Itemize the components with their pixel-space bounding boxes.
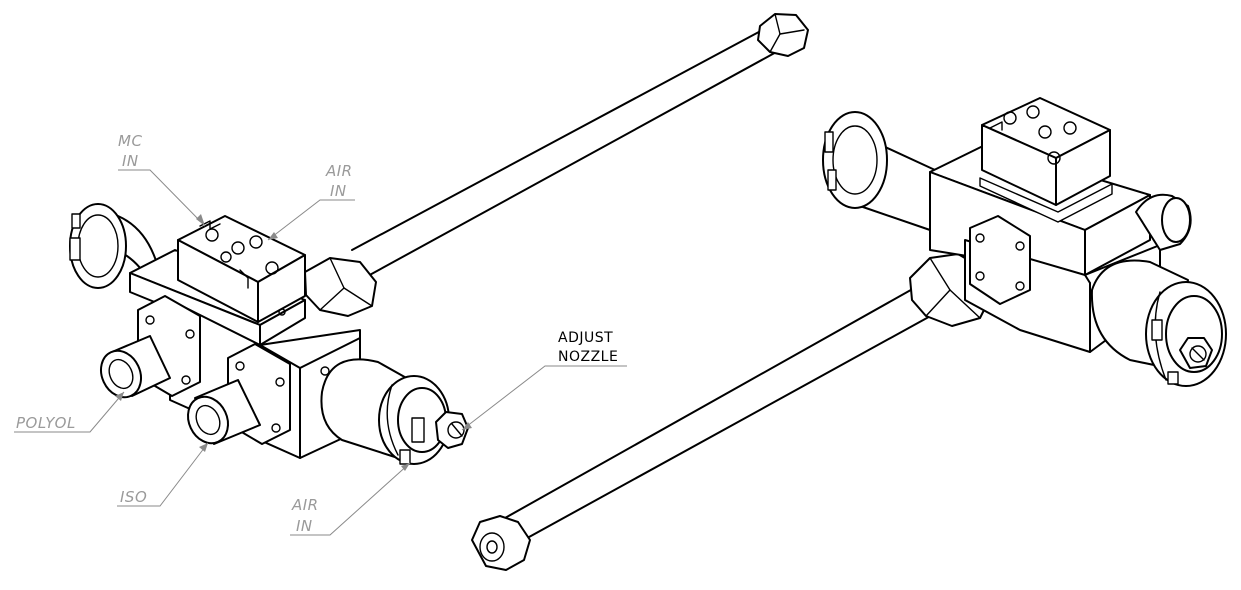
air-in-bottom-label-line1: AIR: [291, 496, 319, 514]
left-assembly: [69, 13, 809, 465]
left-manifold: [177, 215, 306, 323]
mc-in-label-line2: IN: [122, 152, 139, 170]
iso-label: ISO: [120, 488, 147, 506]
right-manifold: [979, 97, 1113, 223]
right-flange: [969, 215, 1031, 305]
polyol-label: POLYOL: [16, 414, 76, 432]
right-assembly: [471, 97, 1227, 571]
right-front-cylinder: [1090, 259, 1227, 387]
polyol-inlet: [100, 295, 201, 399]
left-tube-nut: [304, 257, 377, 317]
air-in-bottom-label-line2: IN: [296, 517, 313, 535]
mc-in-label-line1: MC: [118, 132, 142, 150]
adjust-nozzle-label-line2: NOZZLE: [558, 349, 618, 365]
air-in-top-label-line2: IN: [330, 182, 347, 200]
right-side-fitting: [1135, 193, 1192, 251]
adjust-nozzle-label-line1: ADJUST: [558, 330, 613, 346]
air-in-top-label-line1: AIR: [325, 162, 353, 180]
right-tube: [471, 281, 946, 571]
right-back-cylinder: [822, 111, 936, 231]
leaders: [14, 169, 627, 536]
iso-inlet: [187, 343, 291, 445]
left-front-cylinder: [320, 358, 469, 465]
left-tube: [351, 13, 809, 278]
callout-labels: MC IN AIR IN ADJUST NOZZLE POLYOL ISO AI…: [16, 132, 618, 535]
